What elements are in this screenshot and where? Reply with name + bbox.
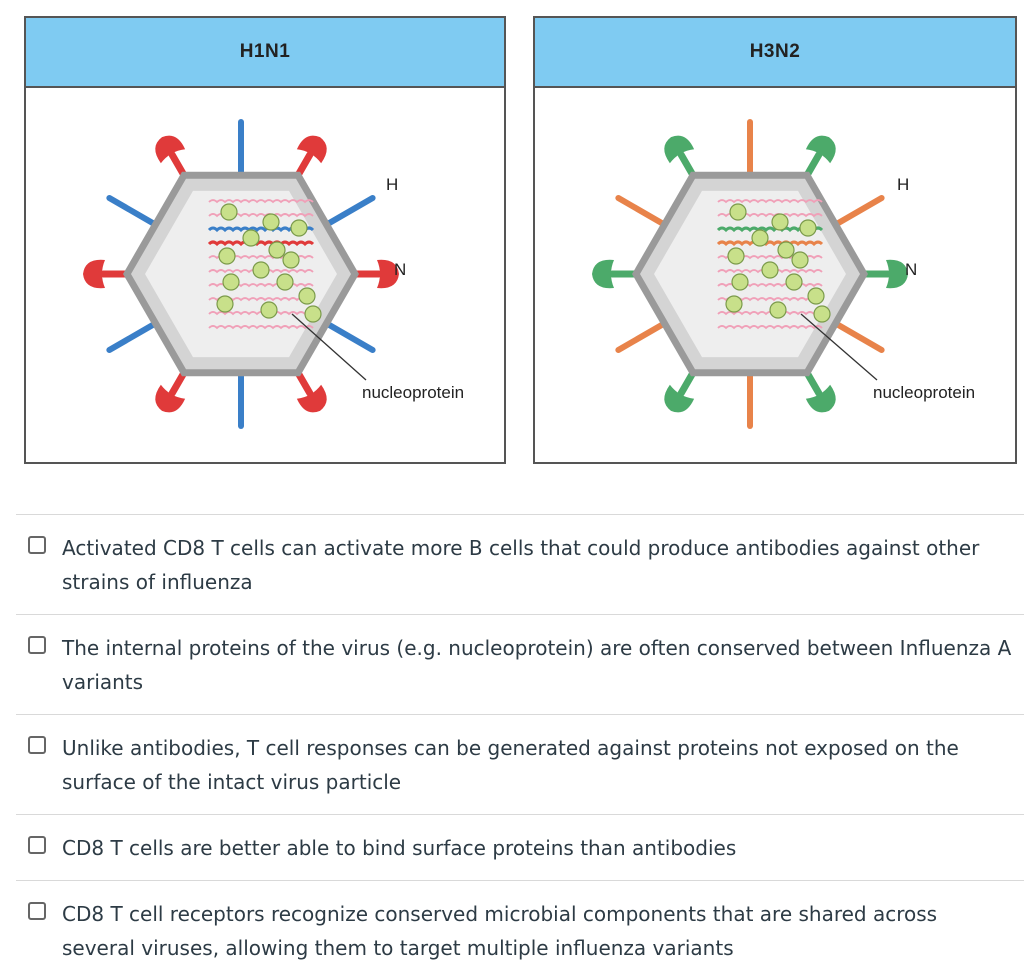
panel-title: H3N2 — [535, 18, 1015, 88]
nucleoprotein-dot — [260, 301, 278, 319]
hemagglutinin-spike — [833, 321, 885, 353]
option-checkbox[interactable] — [28, 536, 46, 554]
nucleoprotein-dot — [731, 273, 749, 291]
nucleoprotein-dot — [807, 287, 825, 305]
answer-option[interactable]: Activated CD8 T cells can activate more … — [16, 514, 1024, 614]
nucleoprotein-dot — [751, 229, 769, 247]
hemagglutinin-label: H — [386, 175, 398, 194]
hemagglutinin-spike — [324, 195, 376, 227]
nucleoprotein-dot — [725, 295, 743, 313]
answer-option[interactable]: CD8 T cells are better able to bind surf… — [16, 814, 1024, 880]
nucleoprotein-dot — [791, 251, 809, 269]
nucleoprotein-dot — [276, 273, 294, 291]
nucleoprotein-dot — [771, 213, 789, 231]
answer-options: Activated CD8 T cells can activate more … — [16, 514, 1024, 976]
nucleoprotein-label: nucleoprotein — [362, 383, 464, 402]
nucleoprotein-dot — [242, 229, 260, 247]
option-checkbox[interactable] — [28, 836, 46, 854]
panel-title: H1N1 — [26, 18, 504, 88]
option-checkbox[interactable] — [28, 636, 46, 654]
nucleoprotein-dot — [769, 301, 787, 319]
virus-diagram-h1n1: H N nucleoprotein — [83, 119, 464, 429]
option-text: CD8 T cells are better able to bind surf… — [62, 836, 737, 860]
nucleoprotein-dot — [262, 213, 280, 231]
nucleoprotein-dot — [729, 203, 747, 221]
virus-panel-h1n1: H1N1 H N nucleoprotein — [24, 16, 506, 464]
answer-option[interactable]: The internal proteins of the virus (e.g.… — [16, 614, 1024, 714]
nucleoprotein-dot — [777, 241, 795, 259]
hemagglutinin-label: H — [897, 175, 909, 194]
neuraminidase-label: N — [394, 260, 406, 279]
nucleoprotein-dot — [218, 247, 236, 265]
option-checkbox[interactable] — [28, 902, 46, 920]
hemagglutinin-spike — [615, 195, 667, 227]
nucleoprotein-dot — [799, 219, 817, 237]
hemagglutinin-spike — [615, 321, 667, 353]
option-text: Unlike antibodies, T cell responses can … — [62, 736, 959, 794]
nucleoprotein-dot — [282, 251, 300, 269]
option-text: The internal proteins of the virus (e.g.… — [62, 636, 1012, 694]
nucleoprotein-dot — [298, 287, 316, 305]
nucleoprotein-dot — [727, 247, 745, 265]
nucleoprotein-dot — [304, 305, 322, 323]
hemagglutinin-spike — [324, 321, 376, 353]
option-text: CD8 T cell receptors recognize conserved… — [62, 902, 938, 960]
hemagglutinin-spike — [833, 195, 885, 227]
nucleoprotein-dot — [785, 273, 803, 291]
nucleoprotein-dot — [216, 295, 234, 313]
answer-option[interactable]: CD8 T cell receptors recognize conserved… — [16, 880, 1024, 976]
answer-option[interactable]: Unlike antibodies, T cell responses can … — [16, 714, 1024, 814]
nucleoprotein-label: nucleoprotein — [873, 383, 975, 402]
virus-diagram-h3n2: H N nucleoprotein — [592, 119, 975, 429]
hemagglutinin-spike — [106, 321, 158, 353]
hemagglutinin-spike — [106, 195, 158, 227]
nucleoprotein-dot — [252, 261, 270, 279]
nucleoprotein-dot — [268, 241, 286, 259]
option-checkbox[interactable] — [28, 736, 46, 754]
option-text: Activated CD8 T cells can activate more … — [62, 536, 980, 594]
neuraminidase-label: N — [905, 260, 917, 279]
nucleoprotein-dot — [813, 305, 831, 323]
virus-panel-h3n2: H3N2 H N nucleoprotein — [533, 16, 1017, 464]
nucleoprotein-dot — [220, 203, 238, 221]
nucleoprotein-dot — [761, 261, 779, 279]
nucleoprotein-dot — [222, 273, 240, 291]
nucleoprotein-dot — [290, 219, 308, 237]
